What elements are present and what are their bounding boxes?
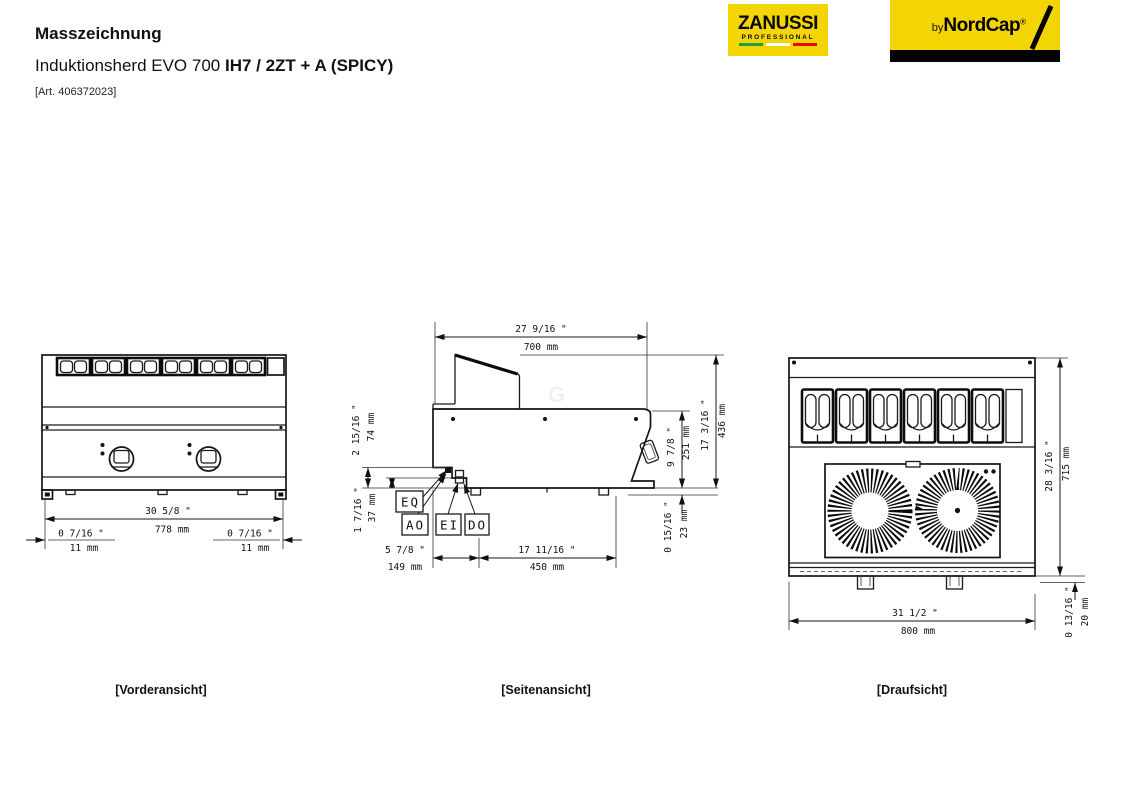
zanussi-wordmark: ZANUSSI	[738, 13, 818, 34]
dim-side-37-mm: 37 mm	[367, 493, 378, 522]
flag-green	[739, 43, 763, 46]
front-spice-board-vents	[55, 356, 285, 377]
dim-top-width-inch: 31 1/2 "	[892, 608, 938, 619]
front-feet	[41, 489, 287, 500]
top-induction-zones	[824, 460, 1001, 559]
connection-label-do: DO	[468, 518, 487, 533]
eq-connection-point	[445, 467, 451, 473]
dim-side-149-mm: 149 mm	[388, 562, 423, 573]
top-body-outline	[788, 357, 1036, 577]
front-dimensions: 30 5/8 " 778 mm 0 7/16 " 11 mm 0 7/16 " …	[26, 500, 302, 554]
zanussi-logo: ZANUSSI PROFESSIONAL	[728, 4, 828, 56]
product-name-bold: IH7 / 2ZT + A (SPICY)	[224, 56, 394, 75]
dim-side-251-inch: 9 7/8 "	[666, 427, 677, 467]
nordcap-wordmark: byNordCap®	[932, 15, 1026, 37]
product-subtitle: Induktionsherd EVO 700 IH7 / 2ZT + A (SP…	[35, 56, 393, 76]
dim-side-436-inch: 17 3/16 "	[700, 399, 711, 450]
dim-side-depth-inch: 27 9/16 "	[515, 324, 566, 335]
front-view-drawing: 30 5/8 " 778 mm 0 7/16 " 11 mm 0 7/16 " …	[26, 354, 302, 554]
dim-front-right-mm: 11 mm	[241, 543, 270, 554]
dim-top-depth-inch: 28 3/16 "	[1044, 440, 1055, 491]
side-dimensions: 27 9/16 " 700 mm 2 15/16 " 74 mm 1 7/16 …	[351, 322, 728, 573]
watermark-letter: G	[548, 382, 565, 407]
flag-red	[793, 43, 817, 46]
dim-side-74-inch: 2 15/16 "	[351, 404, 362, 455]
dim-side-450-mm: 450 mm	[530, 562, 565, 573]
zanussi-professional-label: PROFESSIONAL	[741, 34, 815, 41]
dim-front-right-inch: 0 7/16 "	[227, 529, 273, 540]
dim-side-450-inch: 17 11/16 "	[518, 545, 575, 556]
side-view-drawing: G 27 9/16 " 700 mm 2 15/16 " 74 mm 1 7/1…	[351, 322, 728, 573]
dim-top-width-mm: 800 mm	[901, 626, 936, 637]
dim-front-left-inch: 0 7/16 "	[58, 529, 104, 540]
dim-side-149-inch: 5 7/8 "	[385, 545, 425, 556]
nordcap-logo: byNordCap®	[890, 0, 1060, 62]
dim-front-width-inch: 30 5/8 "	[145, 506, 191, 517]
dim-side-23-inch: 0 15/16 "	[663, 501, 674, 552]
connection-label-ao: AO	[406, 518, 425, 533]
dim-side-251-mm: 251 mm	[681, 426, 692, 461]
dim-top-depth-mm: 715 mm	[1061, 447, 1072, 482]
side-body-outline	[432, 353, 718, 496]
induction-zone-right	[915, 468, 1000, 553]
top-view-label: [Draufsicht]	[876, 683, 948, 697]
dim-side-74-mm: 74 mm	[366, 412, 377, 441]
nordcap-name: NordCap	[943, 15, 1021, 36]
top-gn-container-wells	[800, 388, 1023, 444]
front-control-knobs	[100, 443, 222, 472]
top-view-drawing: 31 1/2 " 800 mm 28 3/16 " 715 mm 0 13/16…	[788, 357, 1091, 638]
italian-flag-bar	[739, 43, 817, 46]
dim-front-left-mm: 11 mm	[70, 543, 99, 554]
front-view-label: [Vorderansicht]	[115, 683, 207, 697]
top-dimensions: 31 1/2 " 800 mm 28 3/16 " 715 mm 0 13/16…	[788, 357, 1091, 638]
connection-label-eq: EQ	[401, 495, 420, 510]
dim-top-lip-inch: 0 13/16 "	[1064, 586, 1075, 637]
induction-zone-left	[827, 468, 913, 554]
dim-top-lip-mm: 20 mm	[1080, 597, 1091, 626]
dim-side-depth-mm: 700 mm	[524, 342, 559, 353]
dim-front-width-mm: 778 mm	[155, 525, 190, 536]
page-title: Masszeichnung	[35, 24, 162, 43]
nordcap-slash-icon	[1029, 5, 1054, 50]
side-view-label: [Seitenansicht]	[501, 683, 591, 697]
connection-label-ei: EI	[440, 518, 459, 533]
dim-side-23-mm: 23 mm	[679, 509, 690, 538]
article-number: [Art. 406372023]	[35, 86, 117, 98]
flag-white	[766, 43, 790, 46]
nordcap-registered-mark: ®	[1020, 17, 1026, 27]
nordcap-black-strip	[890, 50, 1060, 62]
side-connection-labels: EQ AO EI DO	[395, 469, 490, 536]
nordcap-by: by	[931, 22, 944, 34]
product-name-regular: Induktionsherd EVO 700	[35, 56, 225, 75]
top-front-tabs	[856, 575, 964, 590]
dim-side-436-mm: 436 mm	[717, 404, 728, 439]
dim-side-37-inch: 1 7/16 "	[353, 487, 364, 533]
